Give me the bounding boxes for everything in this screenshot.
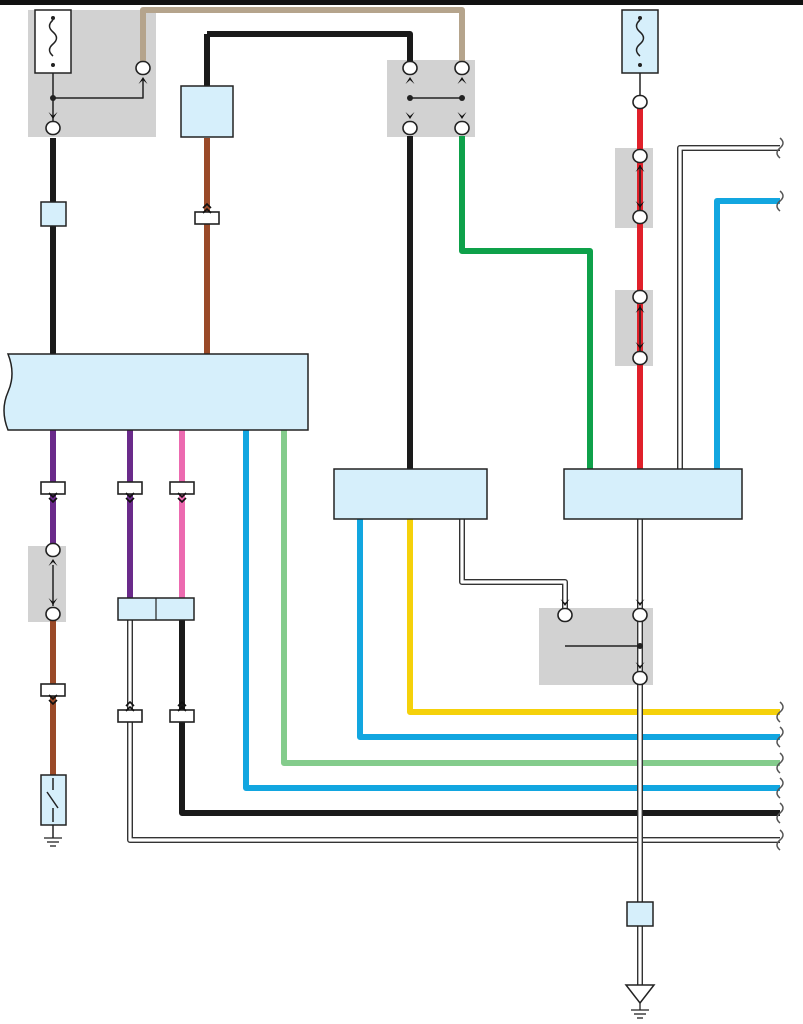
ground-icon xyxy=(624,984,656,1005)
green-wire xyxy=(459,136,593,470)
connector-plug-icon xyxy=(40,481,66,495)
shielded-wire-bottom-core xyxy=(128,620,780,842)
wire-break-icon xyxy=(776,726,784,748)
icons xyxy=(34,9,659,1019)
connector-terminal-icon xyxy=(454,120,470,136)
connector-plug-icon xyxy=(40,683,66,697)
arrow-icon xyxy=(457,112,467,119)
relay-box xyxy=(180,85,234,138)
connector-terminal-icon xyxy=(402,60,418,76)
fuse-terminal xyxy=(638,63,642,67)
switch-blade xyxy=(46,791,59,809)
top-border xyxy=(0,0,803,5)
connector-plug-icon xyxy=(169,481,195,495)
arrow-icon xyxy=(48,559,58,566)
fuse-terminal xyxy=(51,63,55,67)
splice-point-icon xyxy=(637,643,643,649)
wire-breaks xyxy=(776,137,784,851)
shielded-wire-mid-core xyxy=(460,518,567,612)
black-wire-top xyxy=(207,31,413,66)
fuse-element-icon xyxy=(635,19,645,57)
connector-terminal-icon xyxy=(557,607,573,623)
chevron-icon xyxy=(125,492,135,499)
chevron-icon xyxy=(48,694,58,701)
arrow-icon xyxy=(405,77,415,84)
arrow-icon xyxy=(635,662,645,669)
connector-terminal-icon xyxy=(632,607,648,623)
chevron-icon xyxy=(202,207,212,214)
splice-point-icon xyxy=(407,95,413,101)
shielded-wire-upper-core xyxy=(678,146,780,470)
connector-terminal-icon xyxy=(632,94,648,110)
wire-break-icon xyxy=(776,190,784,212)
wire-break-icon xyxy=(776,701,784,723)
wire-break-icon xyxy=(776,829,784,851)
connector-terminal-icon xyxy=(632,148,648,164)
arrow-icon xyxy=(635,201,645,208)
yellow-wire xyxy=(407,518,780,715)
connector-plug-icon xyxy=(194,211,220,225)
connector-terminal-icon xyxy=(632,289,648,305)
chevron-icon xyxy=(125,700,135,707)
fuse-terminal xyxy=(638,16,642,20)
arrow-icon xyxy=(635,599,645,606)
chevron-icon xyxy=(177,700,187,707)
fuse-terminal xyxy=(51,16,55,20)
chevron-icon xyxy=(48,497,58,504)
blue-wire-upper xyxy=(714,198,780,470)
chevron-icon xyxy=(125,497,135,504)
connector-terminal-icon xyxy=(45,120,61,136)
arrow-icon xyxy=(635,342,645,349)
chevron-icon xyxy=(177,497,187,504)
wire-break-icon xyxy=(776,137,784,159)
arrow-icon xyxy=(457,77,467,84)
arrow-icon xyxy=(48,598,58,605)
black-wire-bottom xyxy=(179,620,780,816)
chevron-icon xyxy=(48,699,58,706)
connector-terminal-icon xyxy=(402,120,418,136)
connector-terminal-icon xyxy=(454,60,470,76)
components xyxy=(3,85,743,927)
chevron-icon xyxy=(48,492,58,499)
inline-connector xyxy=(40,201,67,227)
connector-terminal-icon xyxy=(45,606,61,622)
arrow-icon xyxy=(405,112,415,119)
inline-connector xyxy=(626,901,654,927)
connector-plug-icon xyxy=(169,709,195,723)
connector-plug-icon xyxy=(117,481,143,495)
arrow-icon xyxy=(635,306,645,313)
wire-break-icon xyxy=(776,752,784,774)
chevron-icon xyxy=(177,492,187,499)
main-control-unit xyxy=(3,353,309,431)
junction-link xyxy=(53,80,144,99)
arrow-icon xyxy=(48,112,58,119)
light-green-wire xyxy=(281,430,780,766)
control-module-right xyxy=(563,468,743,520)
connector-terminal-icon xyxy=(632,209,648,225)
arrow-icon xyxy=(138,77,148,84)
chevron-icon xyxy=(177,705,187,712)
connector-terminal-icon xyxy=(632,670,648,686)
connector-plug-icon xyxy=(117,709,143,723)
wire-break-icon xyxy=(776,802,784,824)
connector-terminal-icon xyxy=(135,60,151,76)
arrow-icon xyxy=(560,599,570,606)
chevron-icon xyxy=(125,705,135,712)
splice-point-icon xyxy=(459,95,465,101)
connector-terminal-icon xyxy=(45,542,61,558)
wire-break-icon xyxy=(776,777,784,799)
connector-terminal-icon xyxy=(632,350,648,366)
arrow-icon xyxy=(635,165,645,172)
control-module-left xyxy=(333,468,488,520)
blue-wire-bottom xyxy=(243,430,780,791)
chevron-icon xyxy=(202,202,212,209)
fuse-element-icon xyxy=(48,19,58,57)
tan-wire xyxy=(140,7,465,68)
